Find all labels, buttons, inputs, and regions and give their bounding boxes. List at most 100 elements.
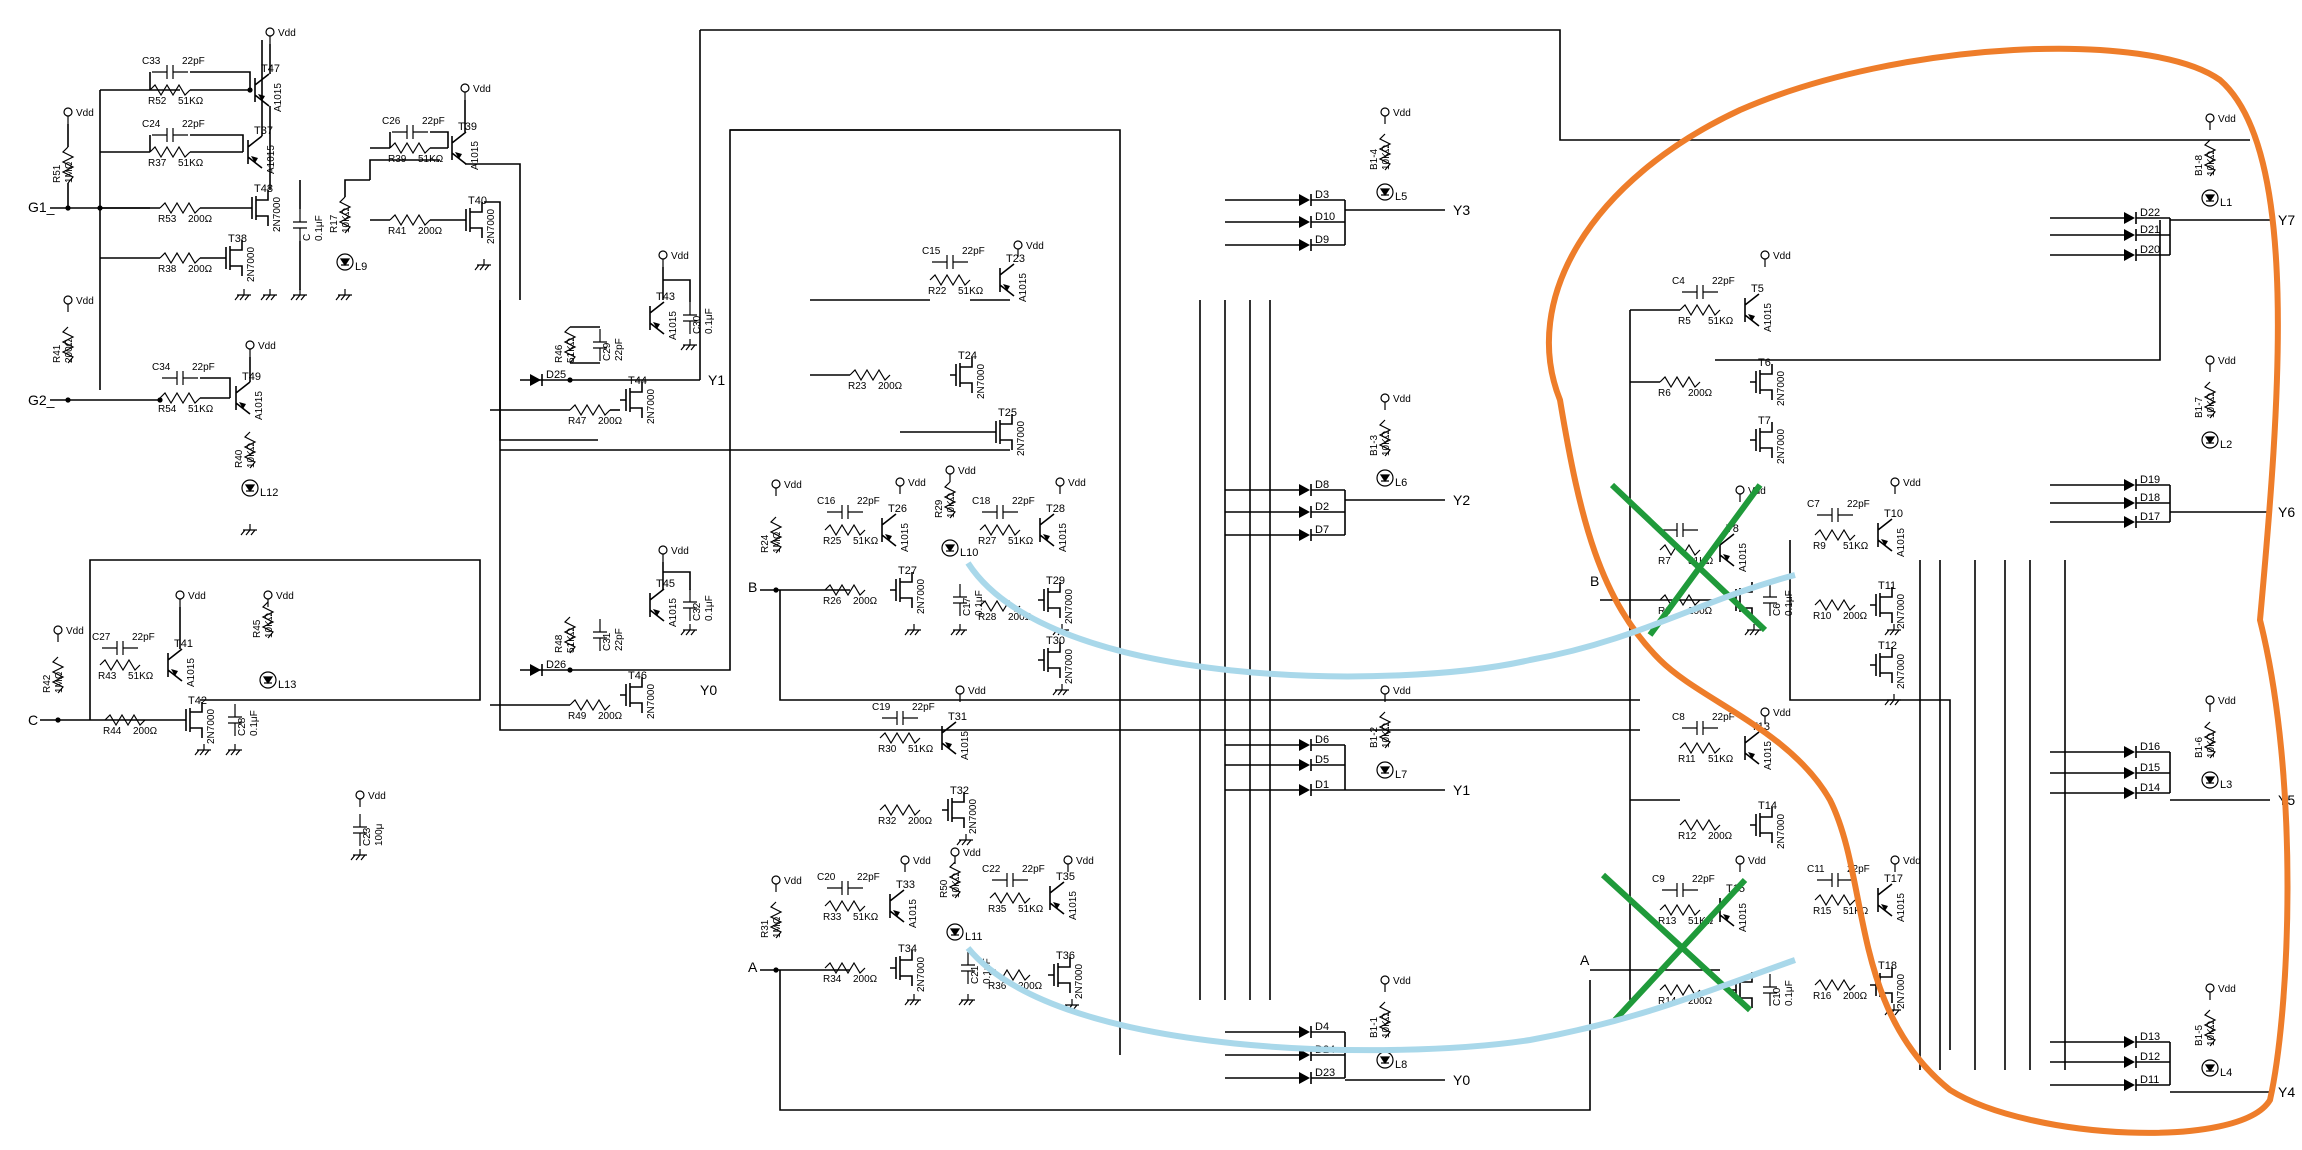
led-ref: L9 [355, 261, 367, 273]
diode: D19 [2124, 474, 2160, 491]
diode-ref: D14 [2140, 782, 2160, 794]
ground-symbol [1884, 694, 1901, 706]
capacitor-ref: C22 [982, 864, 1001, 875]
capacitor-ref: C33 [142, 56, 161, 67]
link-curve [965, 561, 1796, 680]
resistor-value: 10KΩ [2206, 732, 2217, 758]
diode: D23 [1299, 1067, 1335, 1084]
resistor-value: 51KΩ [1008, 536, 1034, 547]
transistor-ref: T28 [1046, 503, 1065, 515]
transistor-type: 2N7000 [646, 684, 657, 719]
transistor-type: 2N7000 [1776, 814, 1787, 849]
ground-symbol [240, 524, 257, 536]
resistor-value: 200Ω [598, 711, 623, 722]
transistor-ref: T32 [950, 785, 969, 797]
resistor-value: 200Ω [188, 214, 213, 225]
ground-symbol [260, 289, 277, 301]
resistor-ref: R30 [878, 744, 897, 755]
resistor-ref: R48 [554, 634, 565, 653]
output-label: Y3 [1453, 202, 1470, 218]
diode: D9 [1299, 234, 1329, 251]
resistor-ref: R24 [760, 534, 771, 553]
capacitor-ref: C21 [970, 965, 981, 984]
led: L10 [941, 539, 978, 559]
transistor-type: 2N7000 [246, 247, 257, 282]
led-ref: L4 [2220, 1067, 2232, 1079]
vdd-label: Vdd [908, 478, 926, 489]
resistor-value: 10KΩ [946, 492, 957, 518]
transistor-ref: T23 [1006, 253, 1025, 265]
resistor-value: 10KΩ [951, 872, 962, 898]
resistor-value: 51KΩ [853, 912, 879, 923]
transistor-type: A1015 [266, 145, 277, 174]
led-ref: L1 [2220, 197, 2232, 209]
transistor-ref: T37 [254, 125, 273, 137]
transistor-type: A1015 [908, 899, 919, 928]
transistor-ref: T27 [898, 565, 917, 577]
resistor-ref: R40 [234, 449, 245, 468]
junction [157, 397, 163, 403]
capacitor-value: 0.1μF [704, 595, 715, 621]
transistor-type: A1015 [1018, 273, 1029, 302]
vdd-label: Vdd [1773, 251, 1791, 262]
resistor-value: 10KΩ [1381, 144, 1392, 170]
resistor-value: 51KΩ [1843, 906, 1869, 917]
resistor-value: 10KΩ [1381, 430, 1392, 456]
ground-symbol [335, 289, 352, 301]
resistor-value: 51KΩ [128, 671, 154, 682]
resistor-ref: B1-5 [2194, 1024, 2205, 1046]
diode-ref: D8 [1315, 479, 1329, 491]
vdd-supply: Vdd [1380, 975, 1411, 992]
resistor-value: 200Ω [853, 596, 878, 607]
vdd-label: Vdd [671, 546, 689, 557]
led: L12 [241, 479, 278, 499]
diode-ref: D21 [2140, 224, 2160, 236]
junction [65, 397, 71, 403]
diode: D14 [2124, 782, 2160, 799]
vdd-supply: Vdd [265, 27, 296, 44]
transistor-ref: T35 [1056, 871, 1075, 883]
resistor-ref: R54 [158, 404, 177, 415]
resistor-ref: B1-3 [1369, 434, 1380, 456]
diode-ref: D22 [2140, 207, 2160, 219]
resistor-ref: R23 [848, 381, 867, 392]
transistor-type: 2N7000 [1776, 371, 1787, 406]
diode: D10 [1299, 211, 1335, 228]
resistor-ref: R27 [978, 536, 997, 547]
resistor-value: 200Ω [853, 974, 878, 985]
capacitor-value: 22pF [1847, 864, 1870, 875]
transistor-ref: T44 [628, 375, 647, 387]
diode: D4 [1299, 1021, 1329, 1038]
resistor-value: 10KΩ [1381, 1012, 1392, 1038]
diode-ref: D13 [2140, 1031, 2160, 1043]
vdd-label: Vdd [2218, 984, 2236, 995]
diode-ref: D25 [546, 369, 566, 381]
wire [663, 279, 691, 302]
transistor-ref: T48 [254, 183, 273, 195]
led: L7 [1376, 761, 1407, 781]
resistor-ref: R37 [148, 158, 167, 169]
vdd-label: Vdd [76, 108, 94, 119]
resistor-ref: R5 [1678, 316, 1691, 327]
resistor-value: 200Ω [1843, 991, 1868, 1002]
